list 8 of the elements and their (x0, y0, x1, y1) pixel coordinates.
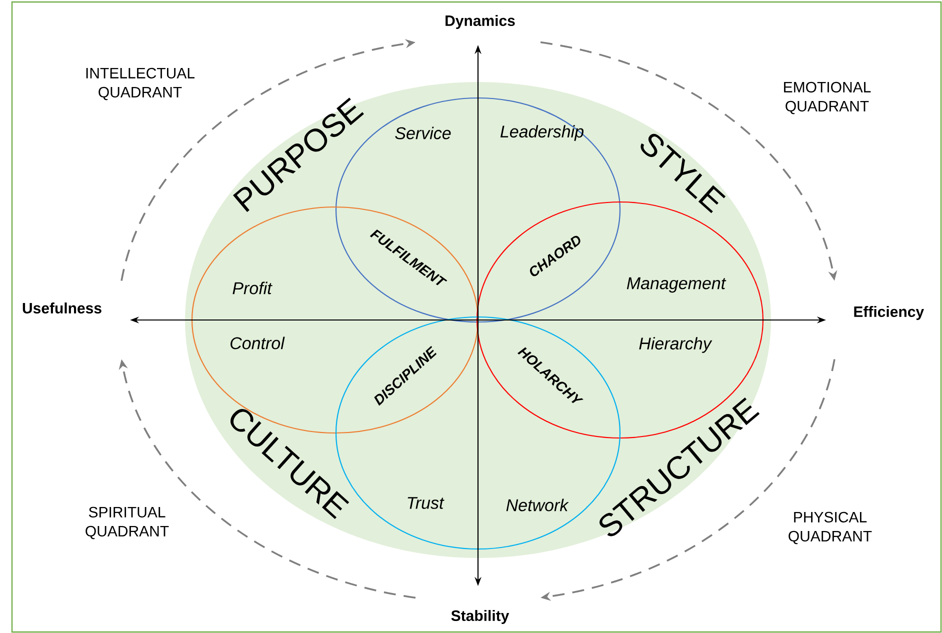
axis-label: Efficiency (854, 306, 924, 320)
quadrant-label: PHYSICAL QUADRANT (788, 512, 872, 544)
quadrant-label: INTELLECTUAL QUADRANT (86, 68, 195, 100)
axis-label: Stability (451, 610, 510, 624)
axis-label: Dynamics (446, 15, 515, 29)
quadrant-label: SPIRITUAL QUADRANT (86, 506, 169, 540)
quadrant-label: EMOTIONAL QUADRANT (784, 82, 871, 114)
axis-label: Usefulness (22, 302, 102, 314)
